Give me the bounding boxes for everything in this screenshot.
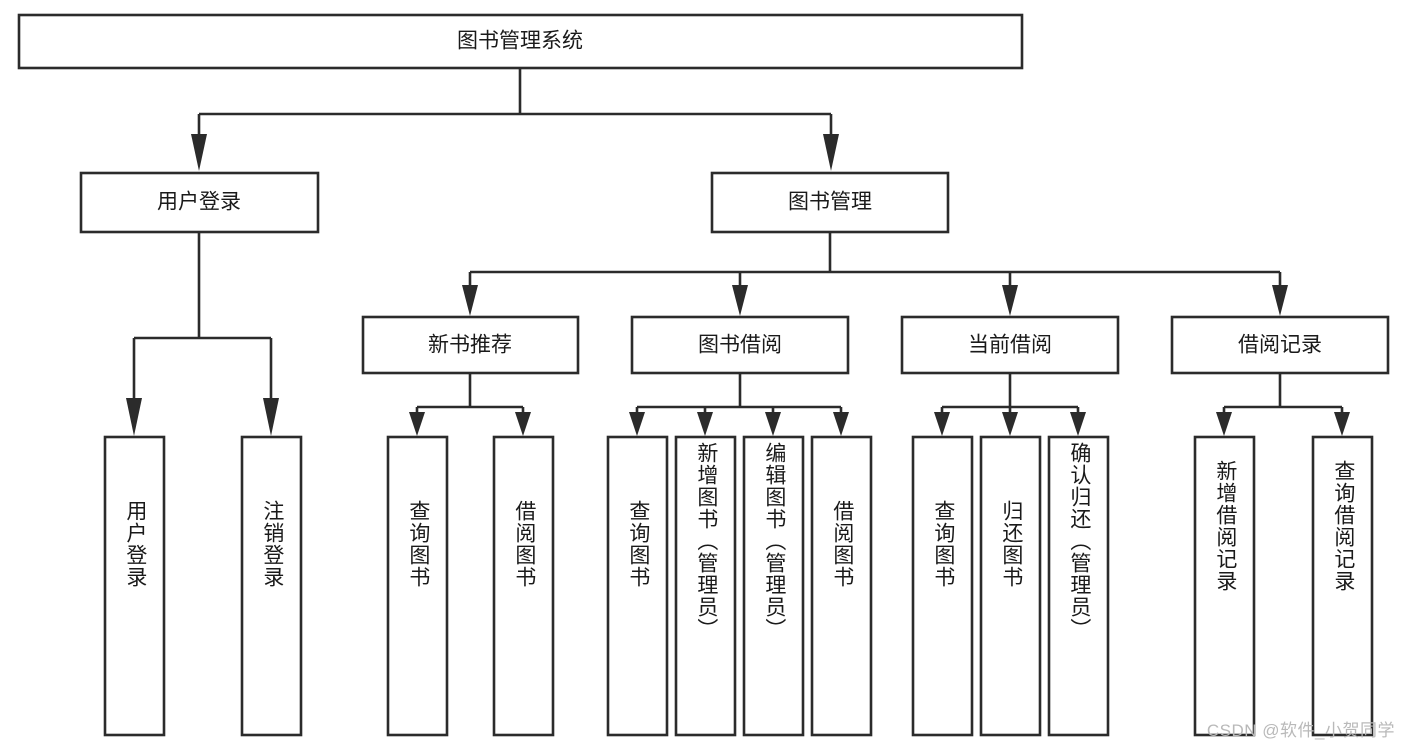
arrow-head-icon [1002,285,1018,316]
arrow-head-icon [1002,412,1018,436]
arrow-head-icon [191,134,207,171]
arrow-head-icon [1334,412,1350,436]
arrow-head-icon [1070,412,1086,436]
arrow-head-icon [126,398,142,436]
node-user-login-label: 用户登录 [157,191,241,214]
connector-root-to-level2 [191,68,839,171]
connector-user-login-to-leaves [126,232,279,436]
node-book-borrow-label: 图书借阅 [698,334,782,357]
connector-book-management-to-level3 [462,232,1288,316]
leaf-box-user-login-0[interactable] [103,435,166,737]
arrow-head-icon [263,398,279,436]
leaf-box-new-book-1[interactable] [492,435,555,737]
node-user-login[interactable]: 用户登录 [79,171,320,234]
node-book-management-label: 图书管理 [788,191,872,214]
arrow-head-icon [409,412,425,436]
connector-borrow-record-to-leaves [1216,373,1350,436]
arrow-head-icon [833,412,849,436]
connector-new-book-recommend-to-leaves [409,373,531,436]
arrow-head-icon [515,412,531,436]
arrow-head-icon [765,412,781,436]
leaf-box-book-borrow-3[interactable] [810,435,873,737]
node-user-login-box [79,171,320,234]
connector-book-borrow-to-leaves [629,373,849,436]
arrow-head-icon [629,412,645,436]
connector-current-borrow-to-leaves [934,373,1086,436]
leaf-box-user-login-1[interactable] [240,435,303,737]
node-root-label: 图书管理系统 [457,30,583,53]
arrow-head-icon [697,412,713,436]
node-borrow-record-label: 借阅记录 [1238,334,1322,357]
arrow-head-icon [462,285,478,316]
node-current-borrow-box [900,315,1120,375]
arrow-head-icon [1272,285,1288,316]
leaf-box-current-borrow-2[interactable] [1047,435,1110,737]
leaf-box-borrow-record-0[interactable] [1193,435,1256,737]
node-borrow-record[interactable]: 借阅记录 [1170,315,1390,375]
node-current-borrow-label: 当前借阅 [968,334,1052,357]
node-new-book-recommend-box [361,315,580,375]
node-root-box [17,13,1024,70]
arrow-head-icon [823,134,839,171]
node-root[interactable]: 图书管理系统 [17,13,1024,70]
leaf-box-current-borrow-1[interactable] [979,435,1042,737]
arrow-head-icon [732,285,748,316]
arrow-head-icon [1216,412,1232,436]
arrow-head-icon [934,412,950,436]
leaf-box-new-book-0[interactable] [386,435,449,737]
leaf-box-book-borrow-0[interactable] [606,435,669,737]
node-new-book-recommend-label: 新书推荐 [428,334,512,357]
leaf-box-book-borrow-2[interactable] [742,435,805,737]
node-book-borrow[interactable]: 图书借阅 [630,315,850,375]
leaf-box-current-borrow-0[interactable] [911,435,974,737]
csdn-watermark: CSDN @软件_小贺同学 [1206,721,1395,740]
node-current-borrow[interactable]: 当前借阅 [900,315,1120,375]
node-new-book-recommend[interactable]: 新书推荐 [361,315,580,375]
leaf-box-book-borrow-1[interactable] [674,435,737,737]
node-book-management[interactable]: 图书管理 [710,171,950,234]
leaf-box-borrow-record-1[interactable] [1311,435,1374,737]
